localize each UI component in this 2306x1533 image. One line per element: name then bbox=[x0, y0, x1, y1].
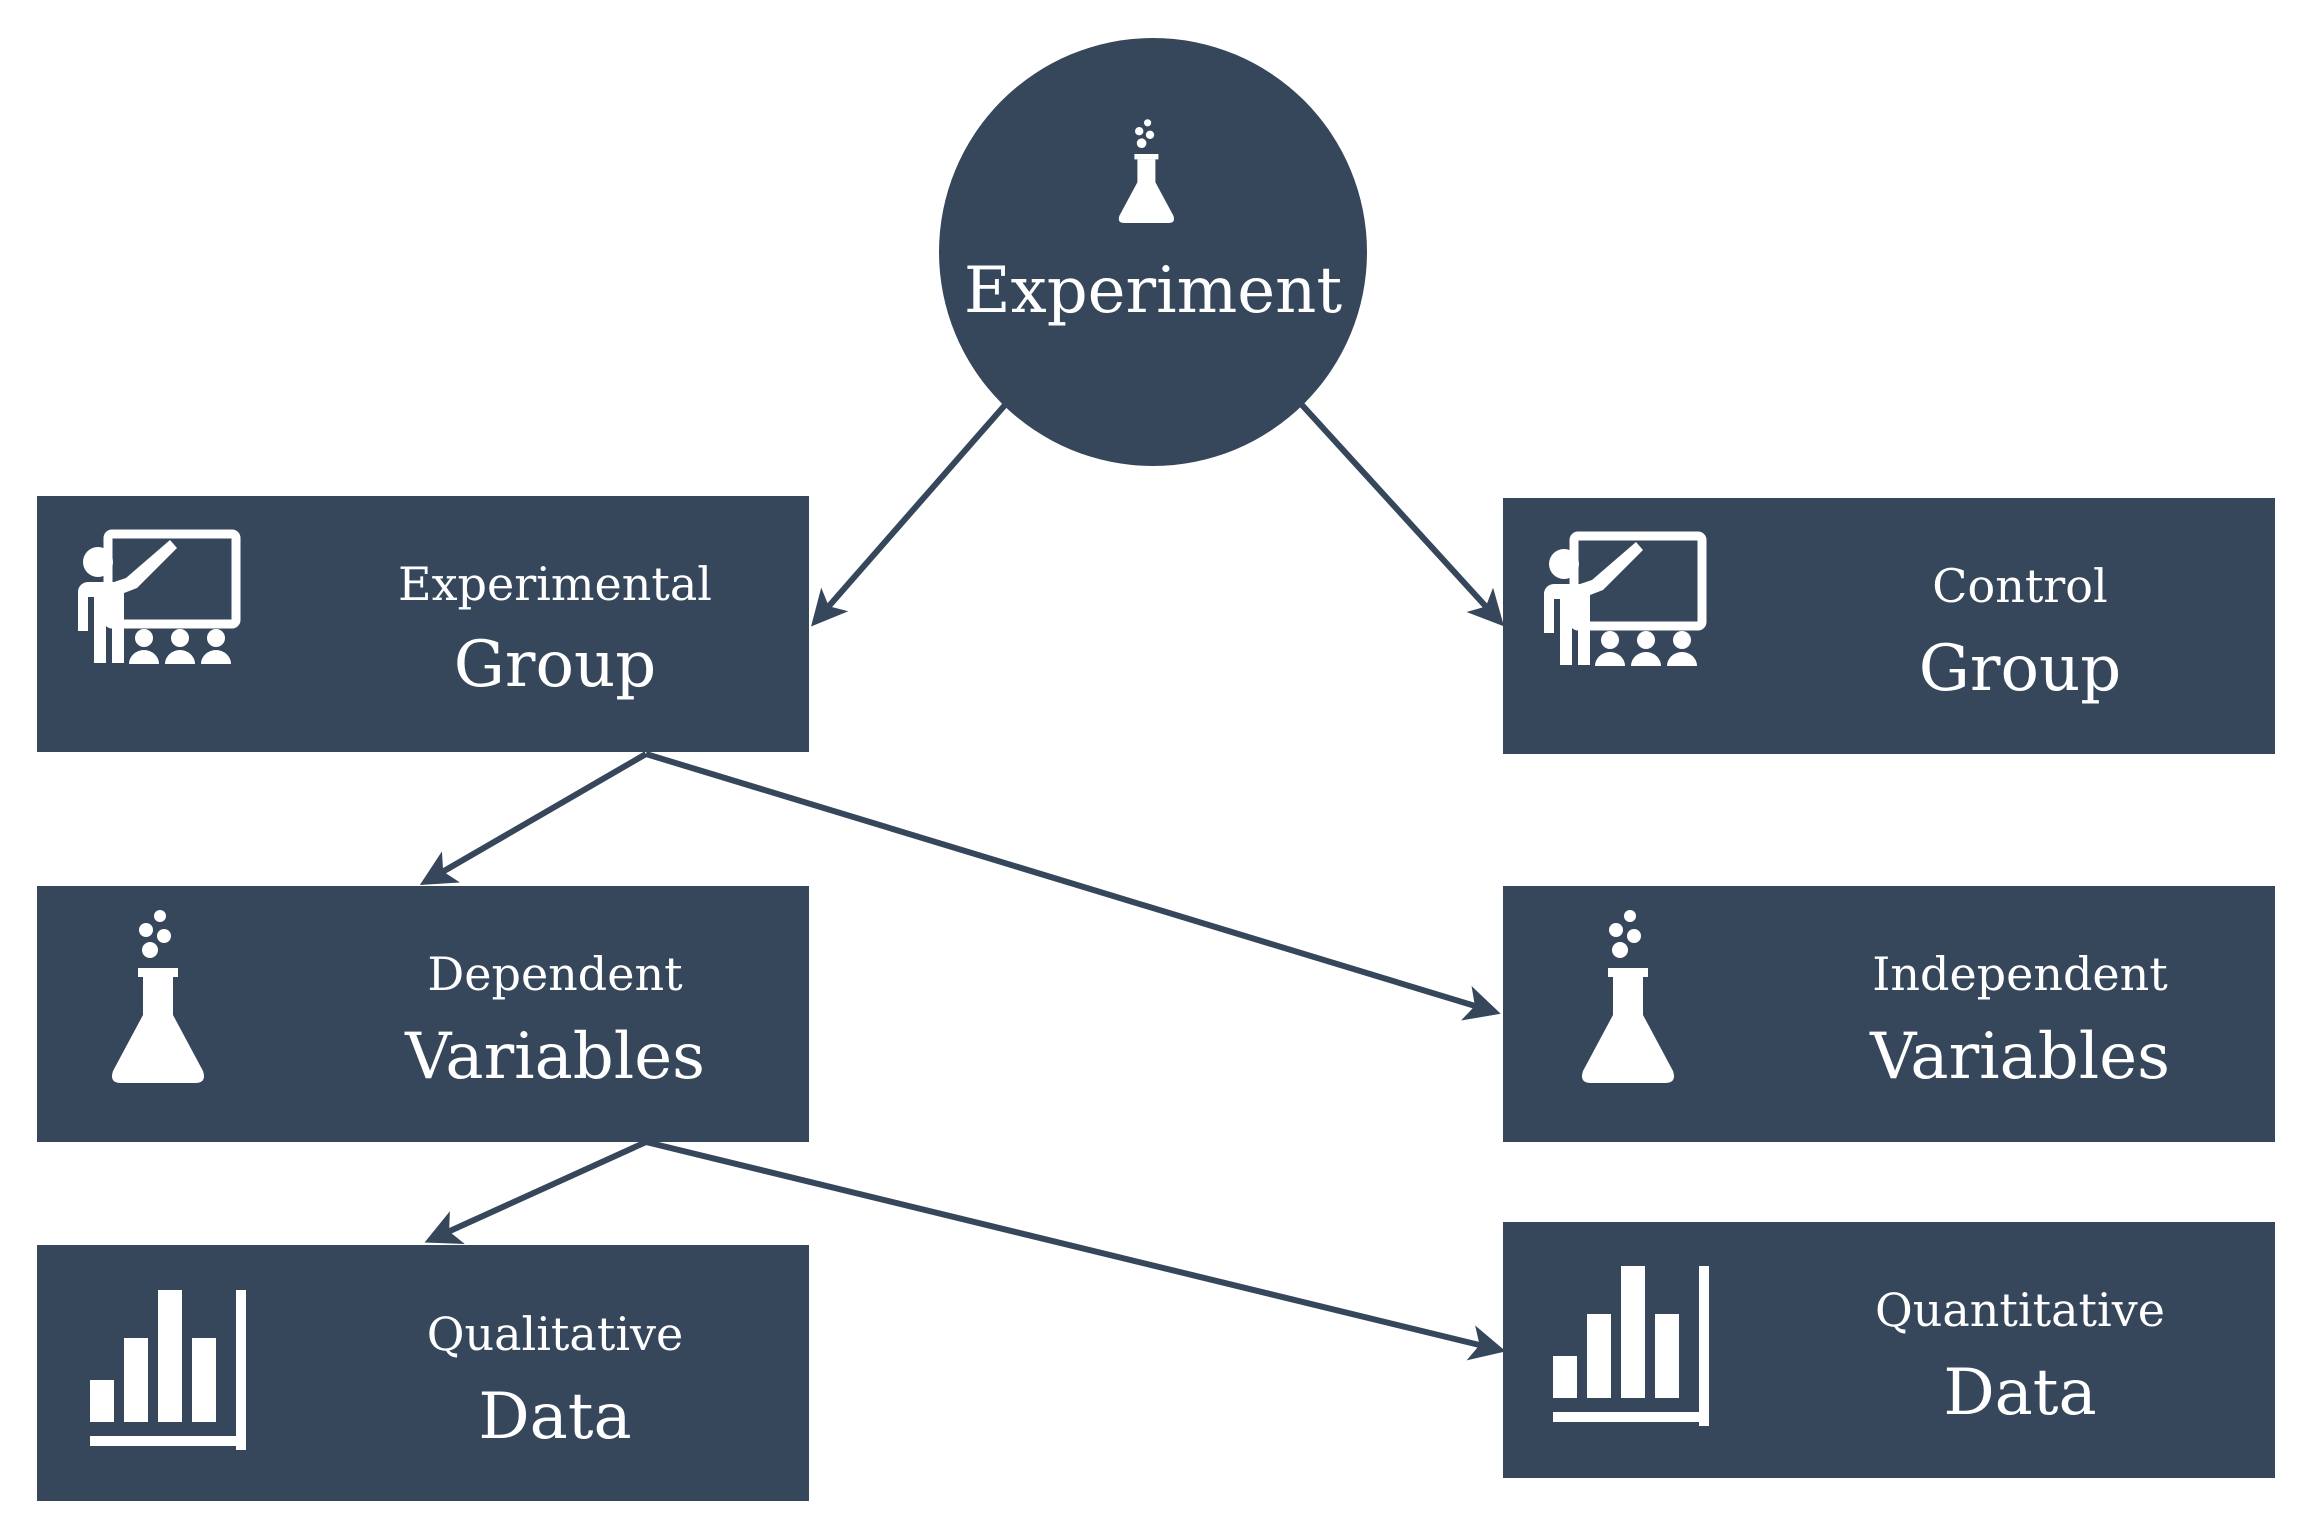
independent-variables-line2: Variables bbox=[1869, 1020, 2170, 1094]
experiment-label: Experiment bbox=[964, 254, 1343, 328]
experimental-group-line2: Group bbox=[454, 628, 656, 702]
edge-experiment-to-control-group bbox=[1299, 402, 1505, 627]
dependent-variables-line1: Dependent bbox=[427, 947, 683, 1001]
edges bbox=[419, 402, 1506, 1361]
qualitative-data-line1: Qualitative bbox=[427, 1307, 684, 1361]
experiment-node: Experiment bbox=[939, 38, 1367, 466]
edge-dependent-variables-to-quantitative-data bbox=[645, 1139, 1506, 1361]
quantitative-data-line2: Data bbox=[1943, 1356, 2096, 1430]
control-group-line1: Control bbox=[1932, 559, 2107, 613]
control-group-node: Control Group bbox=[1503, 498, 2275, 754]
quantitative-data-line1: Quantitative bbox=[1875, 1283, 2165, 1337]
dependent-variables-node: Dependent Variables bbox=[37, 886, 809, 1142]
edge-experimental-group-to-dependent-variables bbox=[419, 751, 648, 886]
dependent-variables-line2: Variables bbox=[404, 1020, 705, 1094]
quantitative-data-node: Quantitative Data bbox=[1503, 1222, 2275, 1478]
edge-dependent-variables-to-qualitative-data bbox=[424, 1139, 648, 1244]
edge-experiment-to-experimental-group bbox=[811, 403, 1008, 627]
experimental-group-line1: Experimental bbox=[398, 557, 712, 611]
qualitative-data-node: Qualitative Data bbox=[37, 1245, 809, 1501]
qualitative-data-line2: Data bbox=[478, 1380, 631, 1454]
experimental-group-node: Experimental Group bbox=[37, 496, 809, 752]
independent-variables-line1: Independent bbox=[1872, 947, 2168, 1001]
edge-experimental-group-to-independent-variables bbox=[645, 751, 1501, 1021]
independent-variables-node: Independent Variables bbox=[1503, 886, 2275, 1142]
control-group-line2: Group bbox=[1919, 632, 2121, 706]
